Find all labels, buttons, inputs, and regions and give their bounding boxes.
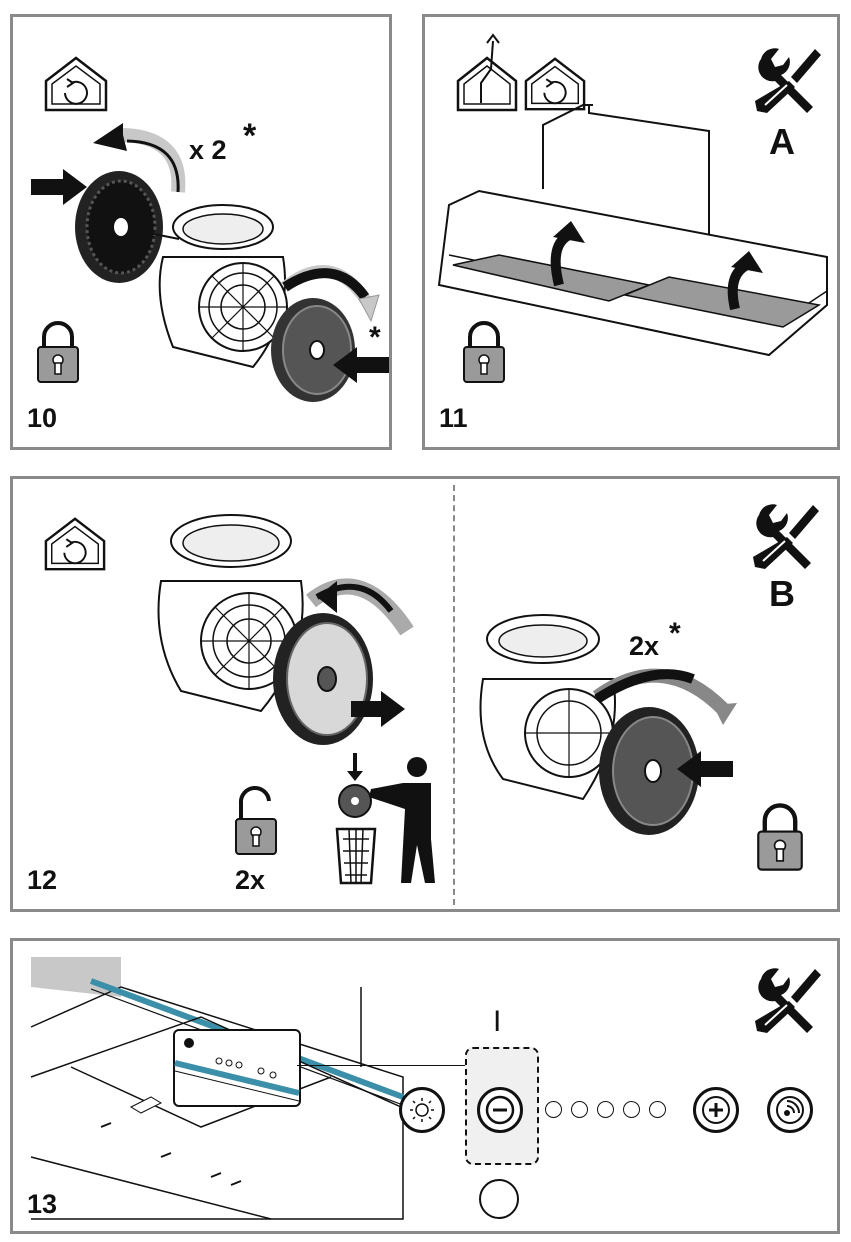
push-arrow-icon <box>31 169 87 205</box>
lock-closed-icon <box>757 803 803 871</box>
tools-icon <box>755 968 821 1033</box>
house-recirculation-icon <box>44 517 106 571</box>
fan-motor-icon <box>479 614 737 835</box>
rotate-arrow-icon <box>93 123 186 193</box>
lock-open-icon <box>235 785 277 855</box>
push-arrow-icon <box>333 347 389 383</box>
grease-filter-icon <box>75 171 180 283</box>
light-icon <box>410 1098 434 1122</box>
house-recirculation-icon <box>44 56 108 112</box>
plus-button[interactable] <box>693 1087 739 1133</box>
led-indicator <box>597 1101 614 1118</box>
step-number: 13 <box>27 1189 58 1219</box>
led-indicator <box>571 1101 588 1118</box>
house-recirculation-icon <box>524 57 586 111</box>
boost-button[interactable] <box>767 1087 813 1133</box>
off-indicator <box>479 1179 519 1219</box>
boost-icon <box>776 1096 804 1124</box>
tool-label: B <box>769 573 795 614</box>
power-indicator: I <box>493 1005 502 1038</box>
minus-button[interactable] <box>477 1087 523 1133</box>
plus-icon <box>702 1096 730 1124</box>
callout-line <box>297 1065 467 1066</box>
step-12-panel: 2x B 2x * <box>10 476 840 912</box>
step-10-panel: x 2 * * <box>10 14 392 450</box>
step-number: 10 <box>27 403 58 433</box>
led-indicator <box>623 1101 640 1118</box>
led-indicator <box>649 1101 666 1118</box>
fan-motor-icon <box>158 204 288 369</box>
zoom-box <box>173 1029 301 1107</box>
waste-bin-icon <box>335 753 435 885</box>
minus-icon <box>485 1095 515 1125</box>
asterisk-label: * <box>369 321 381 354</box>
fan-motor-icon <box>157 514 414 745</box>
multiplier-label: 2x <box>629 631 660 661</box>
divider <box>453 485 455 905</box>
grease-filter-icon <box>271 298 355 402</box>
tool-label: A <box>769 121 795 162</box>
rotate-arrow-icon <box>281 265 380 323</box>
asterisk-label: * <box>243 117 257 155</box>
light-button[interactable] <box>399 1087 445 1133</box>
step-13-panel: I <box>10 938 840 1234</box>
multiplier-label: 2x <box>235 865 266 895</box>
led-indicator <box>545 1101 562 1118</box>
lock-closed-icon <box>463 321 505 383</box>
tools-icon <box>755 48 821 113</box>
asterisk-label: * <box>669 617 681 650</box>
step-number: 12 <box>27 865 58 895</box>
multiplier-label: x 2 <box>189 135 227 165</box>
cooker-hood-icon <box>437 104 828 357</box>
house-extraction-icon <box>456 33 518 112</box>
step-number: 11 <box>439 403 468 433</box>
tools-icon <box>753 504 819 569</box>
step-11-panel: A 11 <box>422 14 840 450</box>
lock-closed-icon <box>37 321 79 383</box>
cooker-hood-icon <box>30 957 405 1220</box>
